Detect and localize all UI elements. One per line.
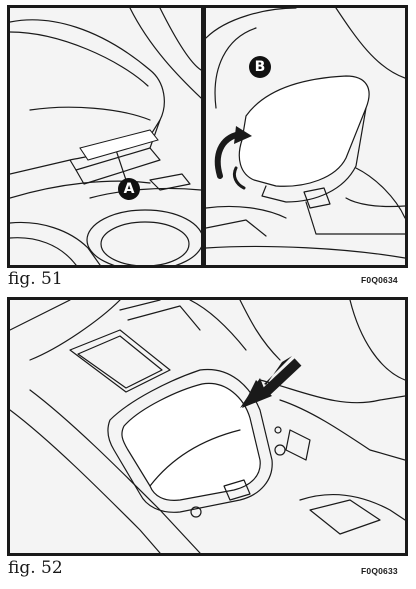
fig-52-caption: fig. 52 (8, 558, 63, 578)
fig-51-code: F0Q0634 (361, 275, 398, 285)
armrest-open-illustration (206, 8, 405, 259)
label-a-badge: A (118, 178, 140, 200)
console-storage-illustration (10, 300, 405, 553)
fig-51-right-panel: B (203, 5, 408, 268)
fig-51-left-panel: A (7, 5, 204, 268)
fig-52-code: F0Q0633 (361, 566, 398, 576)
armrest-closed-illustration (10, 8, 201, 265)
fig-51-caption: fig. 51 (8, 269, 63, 289)
label-b-badge: B (249, 56, 271, 78)
fig-52-panel (7, 297, 408, 556)
